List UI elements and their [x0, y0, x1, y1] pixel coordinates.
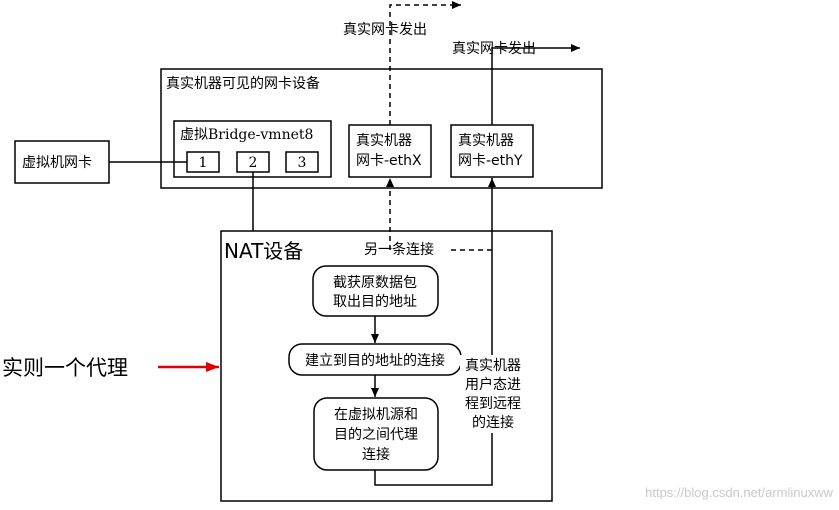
user-process-connection-arrow	[374, 178, 496, 486]
ethx-line2: 网卡-ethX	[356, 153, 422, 169]
vm-nic-label: 虚拟机网卡	[22, 155, 92, 171]
user-process-line1: 真实机器	[465, 358, 521, 374]
step-proxy-line3: 连接	[362, 446, 390, 463]
step-proxy-line2: 目的之间代理	[334, 427, 418, 443]
ethx-out-dashed-arrow	[389, 1, 461, 125]
user-process-line3: 程到远程	[465, 396, 521, 412]
step-intercept-line1: 截获原数据包	[333, 275, 417, 291]
ethx-out-label: 真实网卡发出	[343, 22, 427, 38]
ethy-line1: 真实机器	[458, 133, 514, 149]
step-proxy-line1: 在虚拟机源和	[334, 407, 418, 423]
visible-devices-box	[160, 68, 603, 189]
port-2-label: 2	[249, 155, 258, 171]
user-process-line4: 的连接	[472, 414, 514, 431]
watermark: https://blog.csdn.net/armlinuxww	[645, 485, 833, 500]
proxy-note: 实则一个代理	[2, 356, 128, 380]
step-proxy-box	[313, 397, 439, 471]
port-3-label: 3	[298, 155, 307, 171]
user-process-label-bg	[460, 355, 526, 433]
step-intercept-line2: 取出目的地址	[333, 294, 417, 310]
another-connection-label: 另一条连接	[364, 241, 434, 258]
port-1-label: 1	[199, 155, 208, 171]
ethy-out-label: 真实网卡发出	[452, 41, 536, 57]
nat-title: NAT设备	[224, 239, 303, 263]
ethx-line1: 真实机器	[356, 133, 412, 149]
bridge-port-3	[285, 151, 319, 173]
visible-devices-label: 真实机器可见的网卡设备	[166, 75, 320, 92]
nat-device-box	[220, 230, 553, 502]
user-process-line2: 用户态进	[465, 376, 521, 393]
ethy-line2: 网卡-ethY	[458, 153, 523, 169]
step-connect-label: 建立到目的地址的连接	[305, 352, 445, 369]
ethy-out-arrow	[491, 44, 580, 125]
bridge-label: 虚拟Bridge-vmnet8	[180, 127, 313, 143]
